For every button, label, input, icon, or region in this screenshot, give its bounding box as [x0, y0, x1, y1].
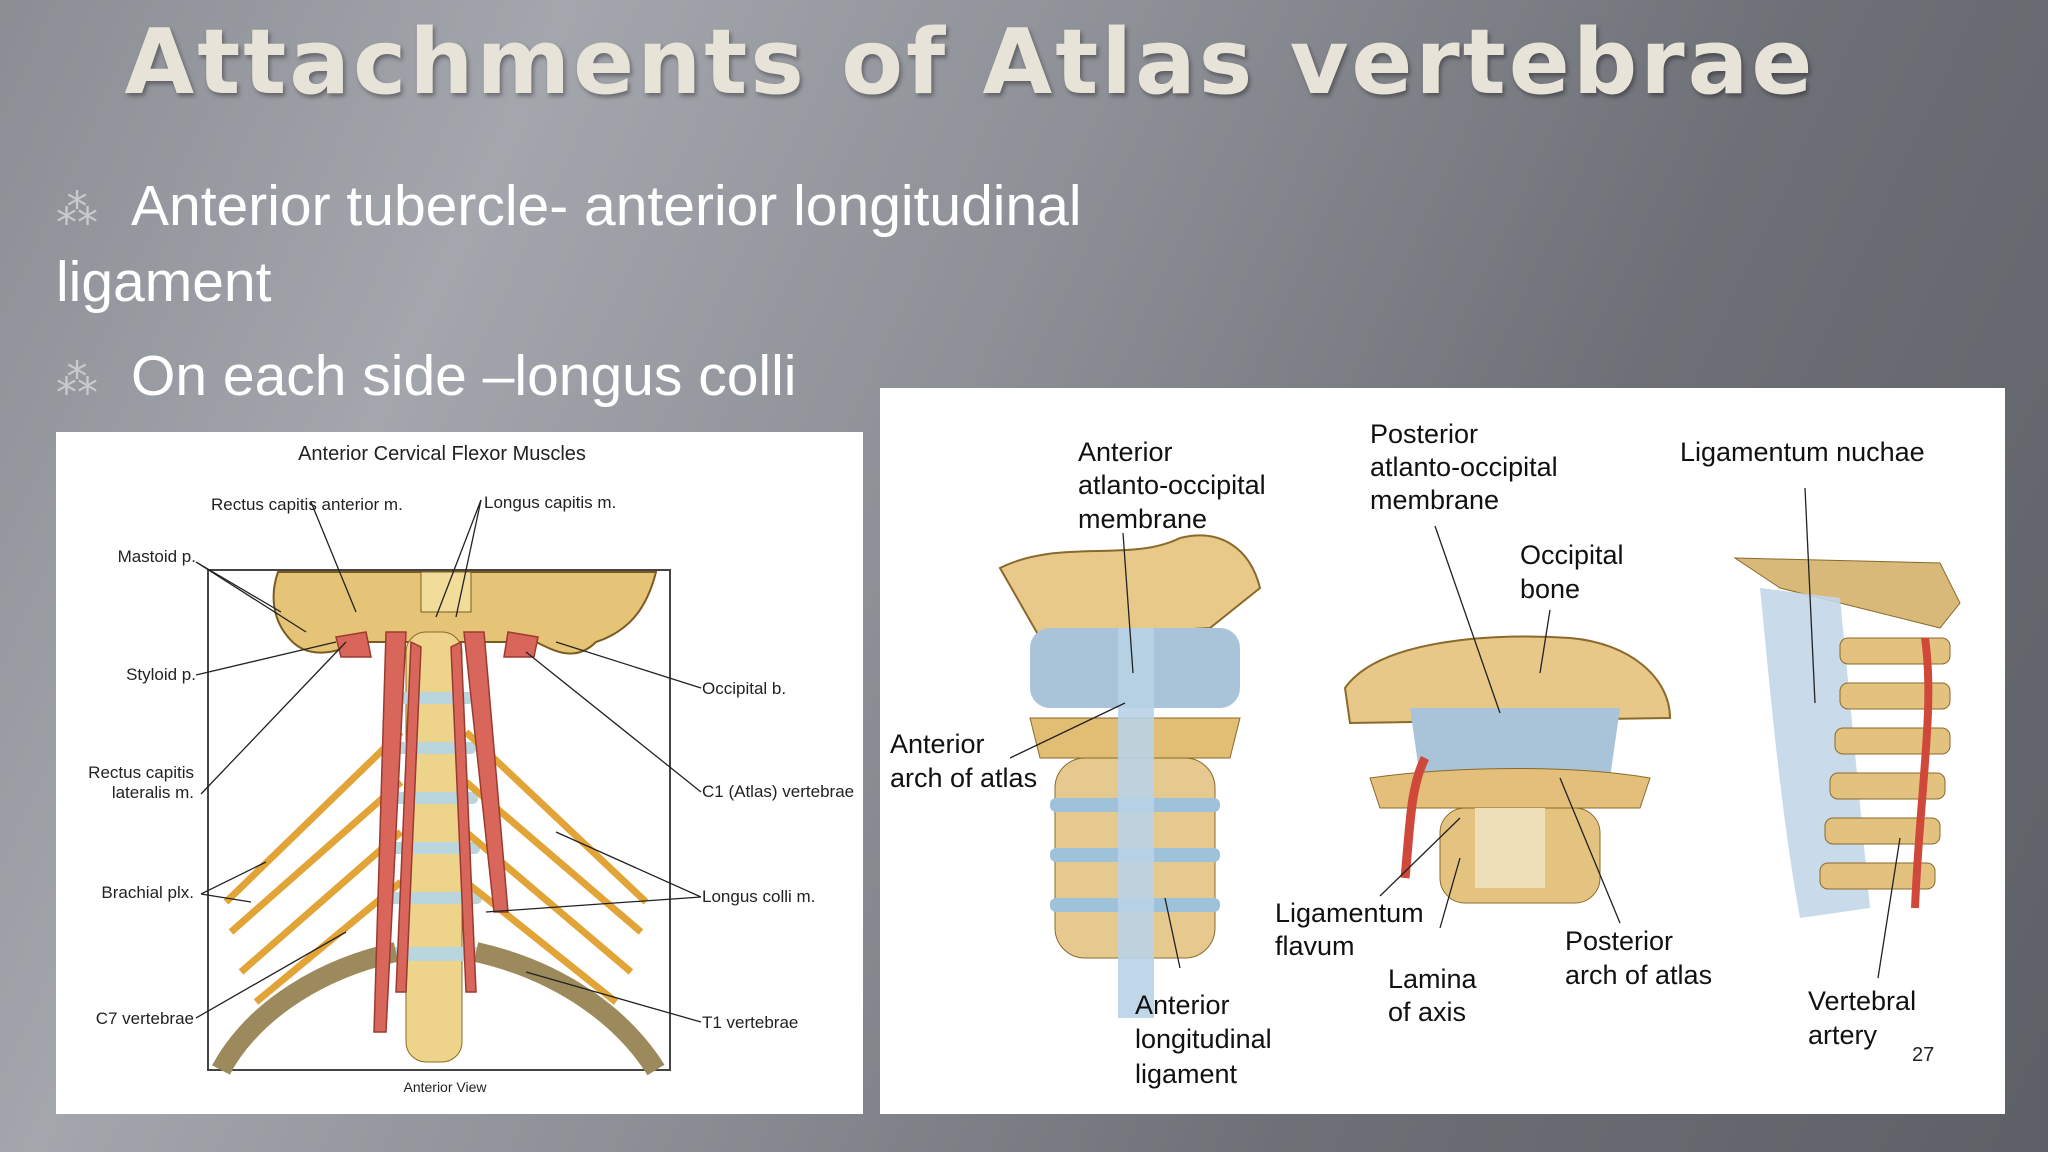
- label-posterior-atlanto-occipital-membrane: Posterior: [1370, 419, 1478, 449]
- label-posterior-atlanto-occipital-membrane: membrane: [1370, 485, 1499, 515]
- label-longus-colli: Longus colli m.: [702, 887, 815, 906]
- arrow-lines: [1009, 487, 1901, 979]
- label-vertebral-artery: Vertebral: [1808, 986, 1916, 1016]
- first-rib-right: [473, 942, 665, 1076]
- label-longus-capitis: Longus capitis m.: [484, 493, 616, 512]
- label-anterior-longitudinal-ligament: Anterior: [1135, 990, 1230, 1020]
- label-posterior-atlanto-occipital-membrane: atlanto-occipital: [1370, 452, 1558, 482]
- label-anterior-longitudinal-ligament: longitudinal: [1135, 1024, 1272, 1054]
- label-ligamentum-flavum: Ligamentum: [1275, 898, 1424, 928]
- cervical-muscles-illustration: Anterior Cervical Flexor Muscles: [88, 443, 854, 1095]
- figure-title: Anterior Cervical Flexor Muscles: [298, 443, 586, 465]
- label-c7-vertebrae: C7 vertebrae: [96, 1009, 194, 1028]
- bullet-list: ⁂Anterior tubercle- anterior longitudina…: [56, 170, 1156, 438]
- label-anterior-atlanto-occipital-membrane: Anterior: [1078, 437, 1173, 467]
- label-lamina-of-axis: of axis: [1388, 997, 1466, 1027]
- label-styloid: Styloid p.: [126, 665, 196, 684]
- label-anterior-atlanto-occipital-membrane: membrane: [1078, 504, 1207, 534]
- label-rectus-capitis-lateralis: lateralis m.: [112, 783, 194, 802]
- page-number: 27: [1912, 1044, 1935, 1066]
- leader-lines: [195, 499, 702, 1023]
- first-rib-left: [212, 942, 399, 1075]
- label-posterior-arch-of-atlas: Posterior: [1565, 926, 1673, 956]
- label-anterior-longitudinal-ligament: ligament: [1135, 1059, 1238, 1089]
- slide-title: Attachments of Atlas vertebrae: [124, 10, 1816, 115]
- star-bullet-icon: ⁂: [56, 355, 98, 403]
- label-brachial-plexus: Brachial plx.: [101, 883, 194, 902]
- figure-caption: Anterior View: [403, 1079, 487, 1095]
- label-mastoid: Mastoid p.: [118, 547, 196, 566]
- label-rectus-capitis-anterior: Rectus capitis anterior m.: [211, 495, 403, 514]
- star-bullet-icon: ⁂: [56, 185, 98, 233]
- label-anterior-atlanto-occipital-membrane: atlanto-occipital: [1078, 470, 1266, 500]
- label-lamina-of-axis: Lamina: [1388, 964, 1478, 994]
- bullet-item: ⁂Anterior tubercle- anterior longitudina…: [56, 170, 1156, 318]
- longus-muscles: [335, 631, 539, 1033]
- bullet-text: Anterior tubercle- anterior longitudinal…: [56, 174, 1082, 314]
- anterior-cervical-flexor-figure: Anterior Cervical Flexor Muscles: [56, 432, 863, 1114]
- label-ligamentum-flavum: flavum: [1275, 931, 1355, 961]
- right-figure-labels: Anterior atlanto-occipital membrane Post…: [890, 419, 1925, 1089]
- craniovertebral-ligaments-figure: Anterior atlanto-occipital membrane Post…: [880, 388, 2005, 1114]
- bullet-item: ⁂ On each side –longus colli: [56, 340, 1156, 416]
- ligaments-illustration: Anterior atlanto-occipital membrane Post…: [890, 419, 1961, 1089]
- anterior-view-specimen: [998, 534, 1262, 1018]
- label-rectus-capitis-lateralis: Rectus capitis: [88, 763, 194, 782]
- label-anterior-arch-of-atlas: arch of atlas: [890, 763, 1037, 793]
- label-t1-vertebrae: T1 vertebrae: [702, 1013, 798, 1032]
- bullet-text: On each side –longus colli: [131, 343, 797, 408]
- label-occipital-bone: Occipital: [1520, 540, 1624, 570]
- label-ligamentum-nuchae: Ligamentum nuchae: [1680, 437, 1925, 467]
- label-c1-atlas: C1 (Atlas) vertebrae: [702, 782, 854, 801]
- label-occipital: Occipital b.: [702, 679, 786, 698]
- label-occipital-bone: bone: [1520, 574, 1580, 604]
- posterior-view-specimen: [1343, 635, 1672, 904]
- lateral-view-specimen: [1733, 557, 1961, 918]
- figure-frame: [207, 569, 671, 1071]
- label-posterior-arch-of-atlas: arch of atlas: [1565, 960, 1712, 990]
- label-vertebral-artery: artery: [1808, 1020, 1878, 1050]
- label-anterior-arch-of-atlas: Anterior: [890, 729, 985, 759]
